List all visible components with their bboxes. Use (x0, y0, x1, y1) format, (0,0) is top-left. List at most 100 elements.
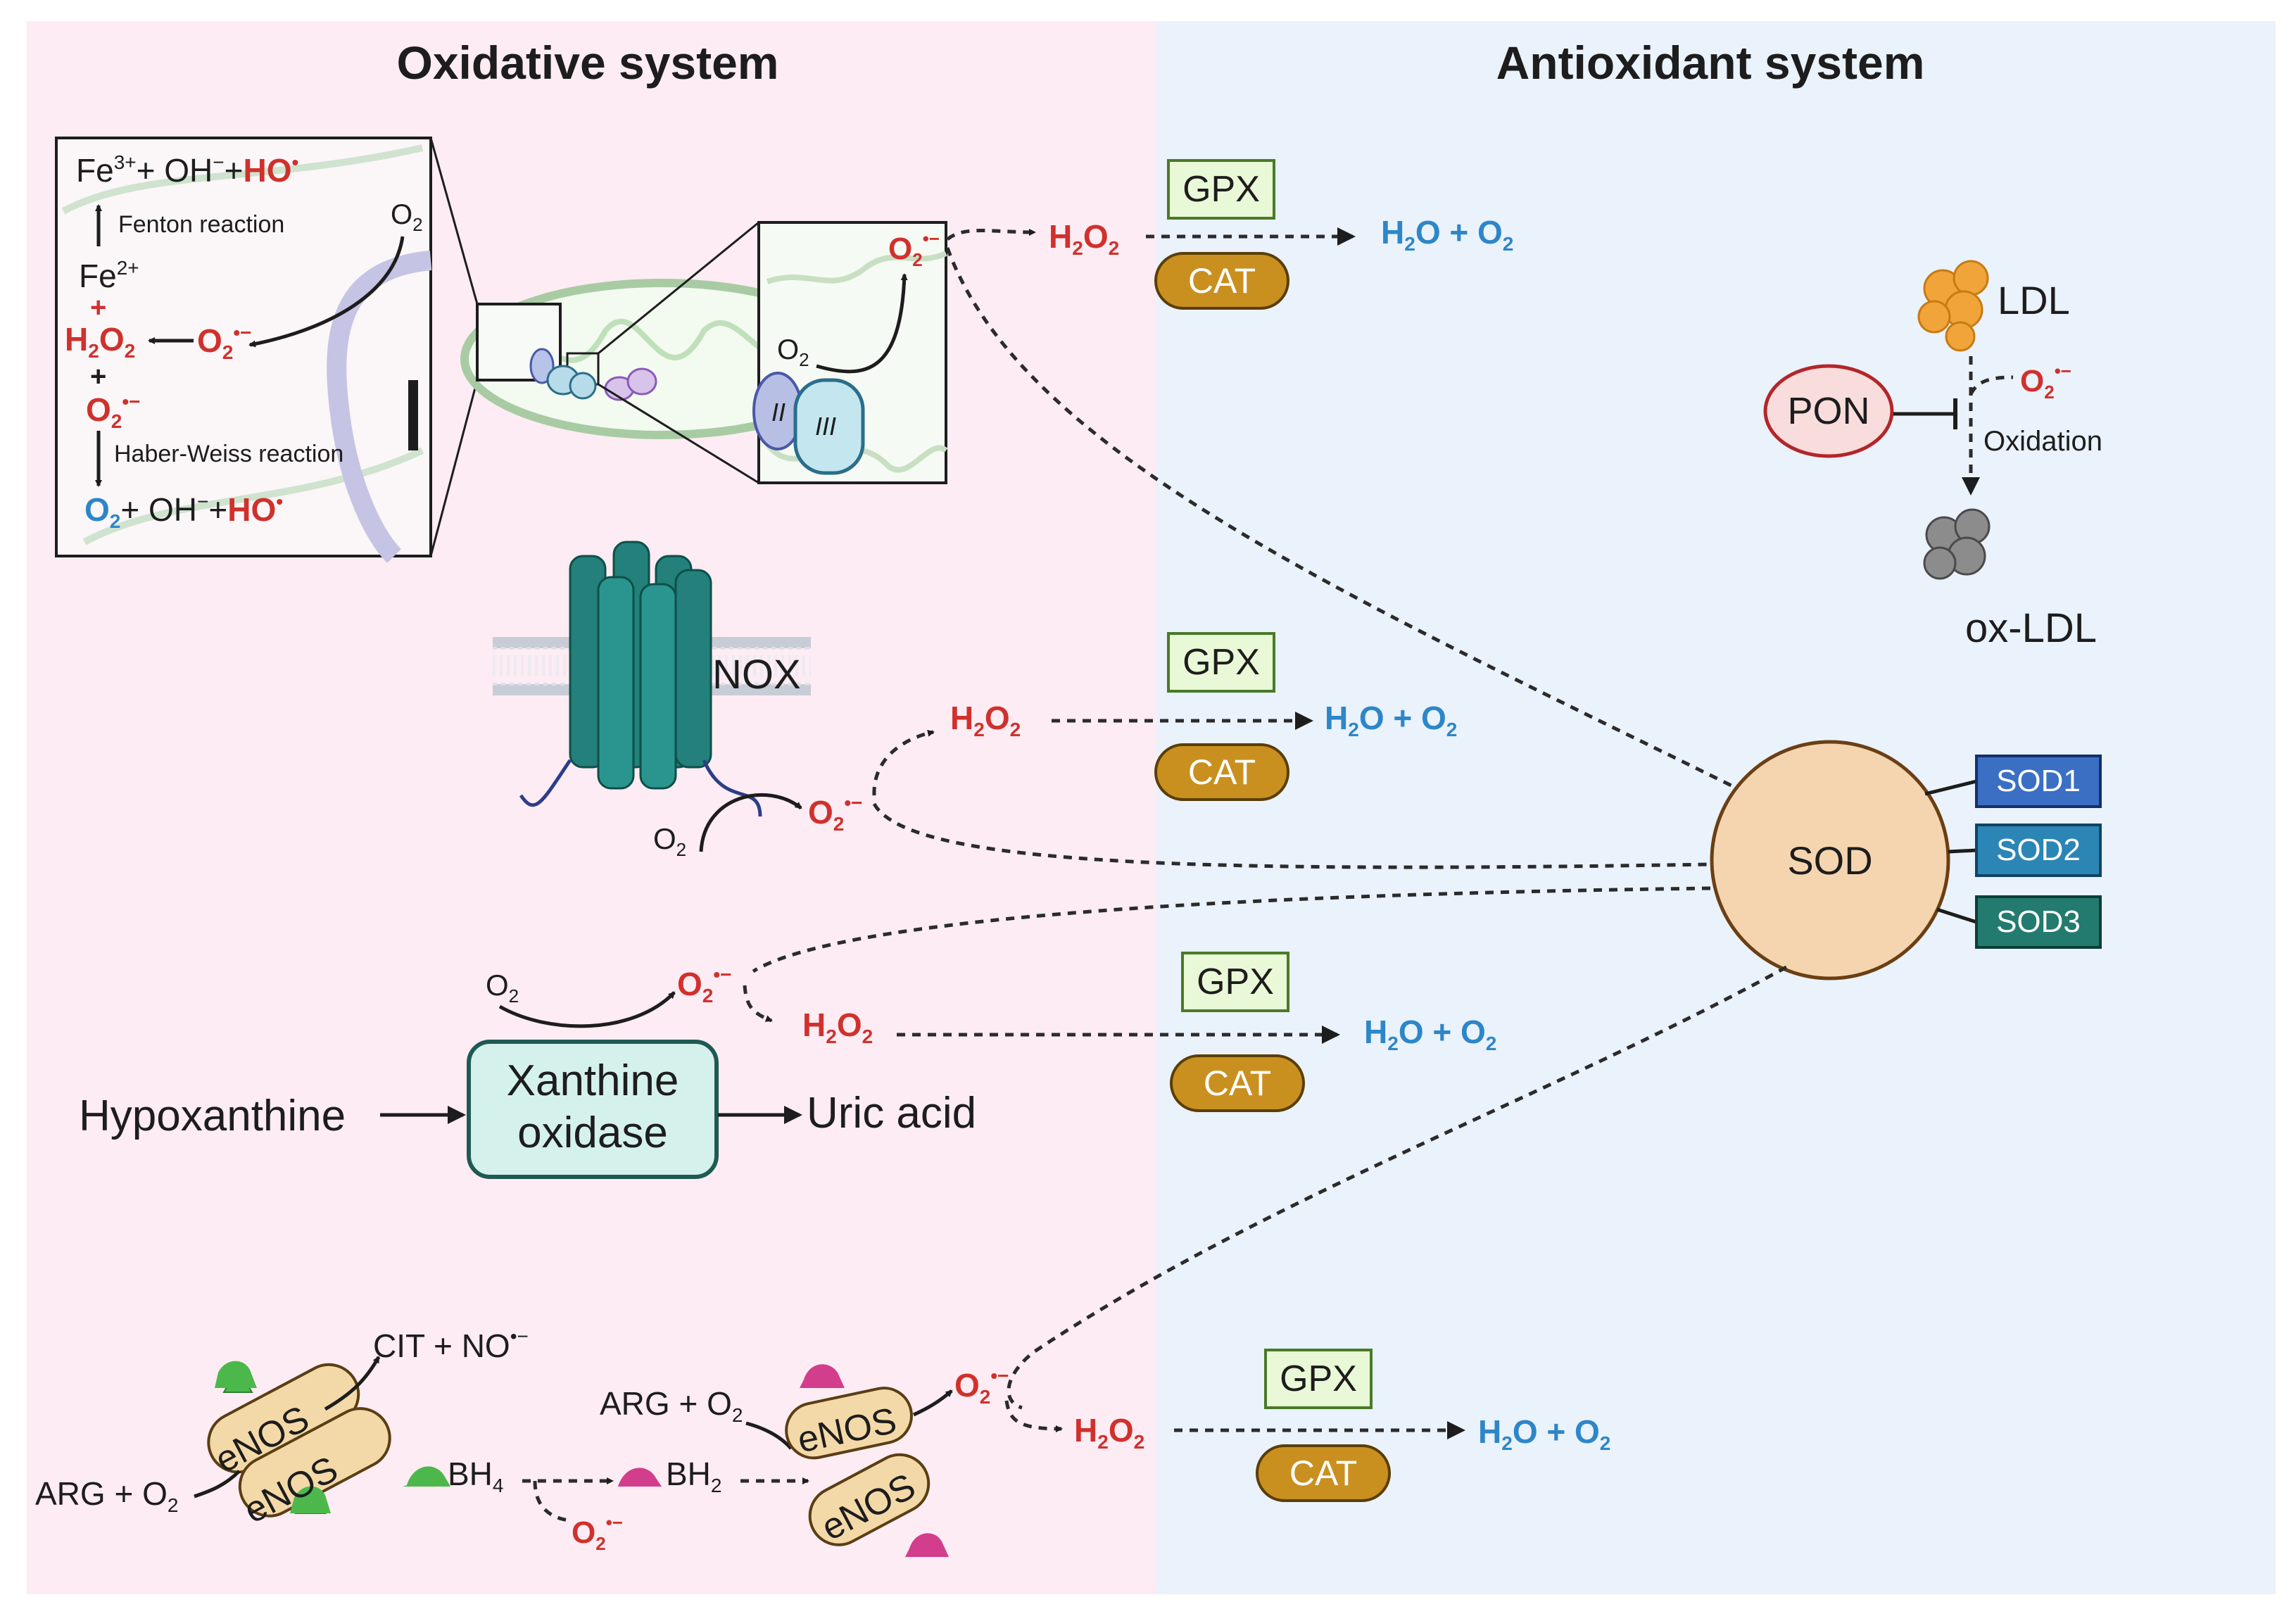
zoom-o2-arrow (816, 273, 908, 374)
ldl-superoxide-branch (1969, 375, 2014, 396)
ldl-label: LDL (1998, 278, 2070, 322)
row1-gpx-label: GPX (1182, 169, 1260, 210)
bh4-label: BH4 (448, 1456, 503, 1496)
oxidative-title: Oxidative system (397, 37, 779, 89)
complex-iii-label: III (815, 412, 836, 441)
pon-node (1763, 364, 1894, 458)
fenton-box: Fe3++ OH−+HO• Fenton reaction O2 Fe2+ + … (55, 137, 432, 563)
nox-o2-arrow (699, 793, 802, 852)
xo-cat-label: CAT (1204, 1064, 1271, 1103)
o2-input: O2 (391, 199, 423, 235)
sod2-label: SOD2 (1996, 833, 2081, 867)
nox-cat-label: CAT (1188, 752, 1256, 792)
xo-cat-box (1170, 1054, 1305, 1112)
sod2-box (1975, 824, 2102, 877)
enos-sup-to-h2o2 (1004, 1400, 1063, 1432)
cit-no-label: CIT + NO•− (373, 1325, 529, 1364)
plus-1: + (90, 292, 106, 323)
enos-to-cit-arrow (324, 1356, 381, 1411)
xo-gpx-box (1181, 952, 1289, 1012)
enos-cat-box (1256, 1444, 1391, 1502)
row1-cat-label: CAT (1188, 261, 1256, 301)
xanthine-oxidase-line2: oxidase (517, 1109, 668, 1157)
xo-o2: O2 (486, 969, 519, 1007)
mito-to-sod-arrow (945, 247, 1744, 793)
nox-superoxide: O2•− (808, 792, 863, 835)
enos-gpx-label: GPX (1280, 1358, 1357, 1399)
nox-to-sod-arrow (872, 802, 1711, 869)
zoom2-line-bottom (598, 383, 759, 484)
pon-label: PON (1787, 390, 1869, 432)
zoom-o2: O2 (777, 334, 809, 370)
enos-cat-label: CAT (1289, 1453, 1357, 1493)
nox-sup-to-h2o2 (872, 729, 935, 796)
bh4-superoxide-branch (533, 1480, 569, 1522)
complex-ii-label: II (771, 398, 786, 427)
sod1-label: SOD1 (1996, 764, 2081, 798)
zoom-line-top (429, 137, 479, 305)
nox-label: NOX (712, 652, 801, 698)
arg-right: ARG + O2 (600, 1385, 743, 1426)
h2o2-fenton: H2O2 (65, 321, 135, 362)
complex-iii-shape (793, 378, 865, 475)
fenton-label: Fenton reaction (118, 211, 284, 238)
arg-right-connector (745, 1421, 793, 1450)
nox-o2: O2 (653, 822, 686, 860)
row1-cat-box (1154, 252, 1289, 310)
ox-ldl-particle (1923, 508, 1991, 580)
xo-superoxide: O2•− (677, 964, 732, 1007)
oxidation-label: Oxidation (1983, 426, 2102, 457)
xo-product: H2O + O2 (1364, 1014, 1496, 1054)
sod3-link (1936, 907, 1977, 924)
enos-right-superoxide: O2•− (954, 1365, 1009, 1408)
arg-left-connector (194, 1470, 241, 1499)
superoxide-haber: O2•− (86, 391, 141, 432)
enos-gpx-box (1264, 1349, 1373, 1409)
nox-gpx-box (1167, 632, 1275, 693)
sod2-link (1948, 848, 1977, 854)
sod3-box (1975, 895, 2102, 949)
zoom-line-bottom (429, 379, 479, 557)
ldl-superoxide: O2•− (2020, 360, 2071, 403)
enos-product: H2O + O2 (1478, 1413, 1610, 1454)
plus-2: + (90, 361, 106, 392)
row1-product: H2O + O2 (1381, 214, 1513, 255)
antioxidant-title: Antioxidant system (1496, 37, 1925, 89)
enos-dimer-left (207, 1361, 391, 1518)
nox-gpx-label: GPX (1182, 642, 1260, 683)
bh4-cap (403, 1466, 450, 1487)
enos-mid-superoxide: O2•− (572, 1512, 623, 1554)
ldl-particle (1917, 260, 1989, 352)
row1-gpx-box (1167, 159, 1275, 220)
mito-zoom-box: II III O2 O2•− (752, 221, 948, 484)
bh2-label: BH2 (666, 1456, 721, 1496)
sod-to-xo-superoxide (752, 886, 1711, 973)
mito-to-h2o2-arrow (946, 228, 1036, 241)
xanthine-oxidase-box (467, 1040, 719, 1179)
xanthine-oxidase-line1: Xanthine (507, 1057, 679, 1105)
nox-cat-box (1154, 743, 1289, 801)
sod-node (1710, 740, 1950, 980)
sod1-box (1975, 755, 2102, 808)
bh2-cap (614, 1468, 662, 1487)
row1-h2o2: H2O2 (1049, 218, 1119, 259)
nox-protein (519, 541, 762, 817)
zoom-superoxide: O2•− (888, 228, 940, 270)
xo-gpx-label: GPX (1197, 961, 1274, 1002)
superoxide-fenton: O2•− (197, 322, 252, 363)
haber-products: O2+ OH−+HO• (84, 491, 283, 532)
zoom2-line-top (598, 221, 759, 355)
enos-to-superoxide-arrow (912, 1389, 953, 1417)
enos-h2o2: H2O2 (1074, 1412, 1144, 1453)
sod3-label: SOD3 (1996, 904, 2081, 939)
nox-h2o2: H2O2 (950, 700, 1021, 740)
nox-product: H2O + O2 (1325, 700, 1457, 740)
enos-monomers-right (785, 1364, 949, 1557)
xo-h2o2: H2O2 (802, 1007, 873, 1047)
membrane-bar (408, 380, 418, 450)
sod-label: SOD (1787, 838, 1872, 883)
haber-label: Haber-Weiss reaction (114, 441, 343, 467)
xo-o2-arrow (498, 991, 676, 1028)
arg-left: ARG + O2 (35, 1475, 178, 1516)
